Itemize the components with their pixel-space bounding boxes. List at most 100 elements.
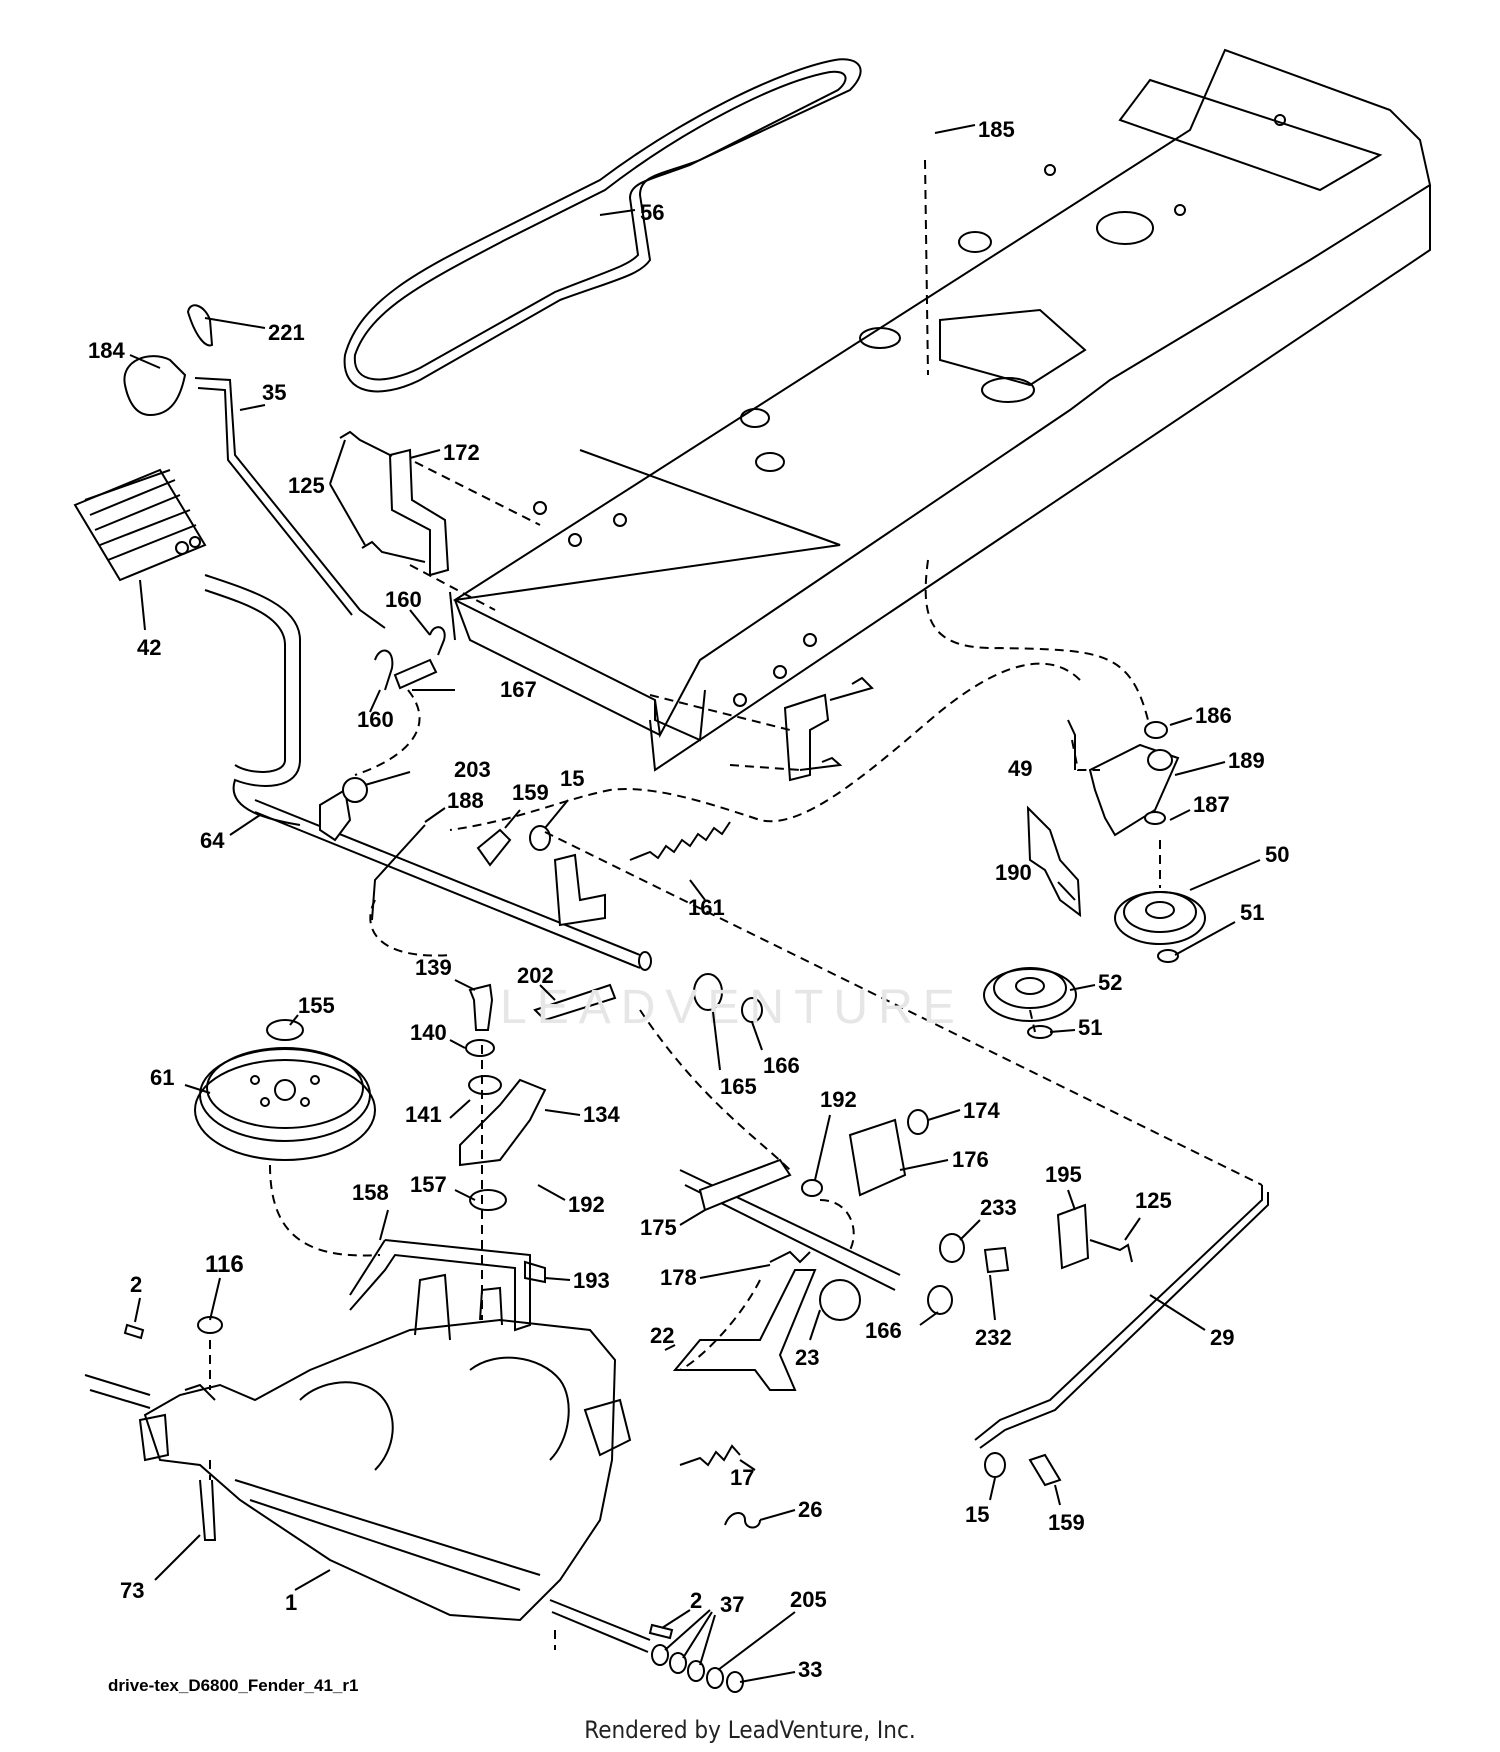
- control-rod-inner: [197, 387, 353, 616]
- key-2-a: [123, 1323, 145, 1340]
- rod-202: [533, 983, 617, 1022]
- callout-233: 233: [980, 1195, 1017, 1220]
- key-2-b: [648, 1623, 674, 1640]
- transmission-pulley: [194, 1019, 376, 1161]
- callout-33: 33: [798, 1657, 822, 1682]
- callout-56: 56: [640, 200, 664, 225]
- control-rod: [194, 377, 386, 629]
- bracket-lower: [783, 693, 830, 782]
- collar-165: [693, 973, 723, 1011]
- callout-2-a: 2: [130, 1272, 142, 1297]
- callout-26: 26: [798, 1497, 822, 1522]
- callout-193: 193: [573, 1268, 610, 1293]
- spring-178: [769, 1250, 811, 1264]
- bracket-176: [848, 1118, 907, 1197]
- callout-37: 37: [720, 1592, 744, 1617]
- callout-73: 73: [120, 1578, 144, 1603]
- callout-188: 188: [447, 788, 484, 813]
- rod-29: [974, 1185, 1269, 1449]
- spring-26: [724, 1512, 761, 1529]
- callout-161: 161: [688, 895, 725, 920]
- washer-233: [939, 1233, 965, 1263]
- callout-140: 140: [410, 1020, 447, 1045]
- washer-166-b: [927, 1285, 953, 1315]
- callout-185: 185: [978, 117, 1015, 142]
- callout-35: 35: [262, 380, 286, 405]
- washer-174: [907, 1109, 929, 1135]
- callout-116: 116: [205, 1251, 244, 1278]
- bolt-139: [468, 983, 494, 1031]
- washer-157: [469, 1189, 507, 1211]
- cotter-clip: [186, 304, 214, 347]
- washer-37-c: [687, 1660, 705, 1682]
- callout-64: 64: [200, 828, 225, 853]
- brake-pedal: [73, 468, 207, 582]
- callout-51-b: 51: [1078, 1015, 1102, 1040]
- callout-221: 221: [268, 320, 305, 345]
- washer-140: [465, 1039, 495, 1057]
- callout-187: 187: [1193, 792, 1230, 817]
- callout-167: 167: [500, 677, 537, 702]
- callout-159-a: 159: [512, 780, 549, 805]
- bracket-195: [1056, 1203, 1090, 1270]
- callout-157: 157: [410, 1172, 447, 1197]
- shaft-bracket-a: [319, 788, 352, 842]
- watermark: LEADVENTURE: [500, 981, 965, 1034]
- callout-158: 158: [352, 1180, 389, 1205]
- main-frame: [449, 48, 1432, 772]
- callout-51-a: 51: [1240, 900, 1264, 925]
- washer-15-b: [984, 1452, 1006, 1478]
- callout-166-a: 166: [763, 1053, 800, 1078]
- callout-141: 141: [405, 1102, 442, 1127]
- pin-159: [476, 828, 512, 867]
- callout-2-b: 2: [690, 1588, 702, 1613]
- callout-205: 205: [790, 1587, 827, 1612]
- washer-205: [706, 1667, 724, 1689]
- cross-shaft-end: [638, 951, 652, 971]
- callout-176: 176: [952, 1147, 989, 1172]
- callout-61: 61: [150, 1065, 174, 1090]
- bolt-125-c: [829, 676, 874, 701]
- callout-52: 52: [1098, 970, 1122, 995]
- callout-172-a: 172: [443, 440, 480, 465]
- callout-50: 50: [1265, 842, 1289, 867]
- idler-pulley-assembly: [983, 719, 1206, 1039]
- callout-189: 189: [1228, 748, 1265, 773]
- washer-141: [468, 1075, 502, 1095]
- callout-139: 139: [415, 955, 452, 980]
- callout-29: 29: [1210, 1325, 1234, 1350]
- callout-42: 42: [137, 635, 161, 660]
- callout-190: 190: [995, 860, 1032, 885]
- washer-37-b: [669, 1652, 687, 1674]
- spring-161: [629, 821, 731, 861]
- callout-160-a: 160: [385, 587, 422, 612]
- spring-17: [679, 1444, 741, 1467]
- callout-15-b: 15: [965, 1502, 989, 1527]
- ring-23: [819, 1279, 861, 1321]
- nut-192: [801, 1179, 823, 1197]
- callout-155: 155: [298, 993, 335, 1018]
- transaxle: [84, 1273, 651, 1653]
- callout-165: 165: [720, 1074, 757, 1099]
- shaft-bracket-b: [553, 853, 606, 927]
- callout-232: 232: [975, 1325, 1012, 1350]
- render-credit: Rendered by LeadVenture, Inc.: [584, 1716, 916, 1744]
- callout-17: 17: [730, 1465, 754, 1490]
- callout-134: 134: [583, 1102, 620, 1127]
- link-167: [393, 658, 438, 690]
- drawing-id: drive-tex_D6800_Fender_41_r1: [108, 1676, 359, 1695]
- lever-22: [672, 1269, 817, 1391]
- bracket-upper: [388, 448, 450, 577]
- knob: [123, 355, 187, 417]
- pedal-shaft-inner: [204, 589, 286, 773]
- drive-belt: [343, 58, 862, 393]
- callout-186: 186: [1195, 703, 1232, 728]
- callout-23: 23: [795, 1345, 819, 1370]
- callout-192-a: 192: [820, 1087, 857, 1112]
- callout-160-b: 160: [357, 707, 394, 732]
- callout-15-a: 15: [560, 766, 584, 791]
- callout-178: 178: [660, 1265, 697, 1290]
- bolt-193: [524, 1260, 546, 1284]
